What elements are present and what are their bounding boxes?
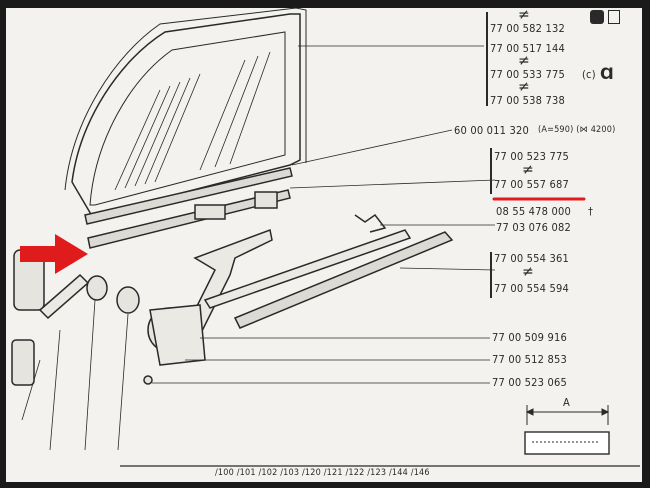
regulator-sector — [149, 304, 206, 366]
part-08-55-478-000: 08 55 478 000 — [496, 205, 571, 218]
neq-symbol: ≠ — [522, 264, 534, 280]
bracket-554361 — [490, 252, 492, 298]
escutcheon-ring — [116, 286, 140, 314]
parts-diagram-page — [6, 8, 642, 482]
small-bolt — [143, 375, 153, 385]
window-lower-channel — [84, 167, 293, 225]
variant-c-label: (c) — [582, 68, 596, 81]
part-77-00-533-775: 77 00 533 775 — [490, 68, 565, 81]
dimension-detail — [524, 405, 610, 455]
spring-clip — [354, 213, 387, 233]
handle-knob — [11, 339, 35, 386]
neq-symbol: ≠ — [518, 53, 530, 69]
channel-bracket-b — [254, 191, 278, 209]
bracket-523775 — [490, 148, 492, 194]
part-60-00-011-320: 60 00 011 320 — [454, 124, 529, 137]
handle-rosette — [86, 275, 108, 301]
regulator-rail-long — [233, 231, 454, 329]
bracket-top — [486, 12, 488, 106]
window-frame-outer — [64, 7, 307, 191]
part-77-00-517-144: 77 00 517 144 — [490, 42, 565, 55]
part-77-00-509-916: 77 00 509 916 — [492, 331, 567, 344]
part-77-03-076-082: 77 03 076 082 — [496, 221, 571, 234]
part-77-00-538-738: 77 00 538 738 — [490, 94, 565, 107]
part-77-00-523-065: 77 00 523 065 — [492, 376, 567, 389]
neq-symbol: ≠ — [518, 7, 530, 23]
dimension-label-a: A — [563, 396, 570, 409]
checkbox-icon — [608, 10, 620, 24]
channel-bracket-a — [194, 204, 226, 220]
part-60-00-011-320-note: (A=590) (⋈ 4200) — [538, 125, 616, 135]
part-77-00-523-775: 77 00 523 775 — [494, 150, 569, 163]
footer-model-list: /100 /101 /102 /103 /120 /121 /122 /123 … — [215, 468, 430, 478]
handle-crank — [38, 273, 90, 320]
dagger-mark: † — [588, 205, 594, 218]
neq-symbol: ≠ — [522, 162, 534, 178]
window-frame-inner — [89, 31, 286, 206]
window-frame — [71, 13, 301, 217]
part-77-00-557-687: 77 00 557 687 — [494, 178, 569, 191]
regulator-rail — [203, 229, 412, 309]
part-77-00-512-853: 77 00 512 853 — [492, 353, 567, 366]
neq-symbol: ≠ — [518, 79, 530, 95]
part-77-00-582-132: 77 00 582 132 — [490, 22, 565, 35]
red-arrow-icon — [20, 234, 88, 274]
variant-b-icon: Ɑ — [600, 64, 614, 83]
part-77-00-554-361: 77 00 554 361 — [494, 252, 569, 265]
glass-shading — [114, 51, 271, 191]
regulator-arm — [178, 228, 273, 346]
part-77-00-554-594: 77 00 554 594 — [494, 282, 569, 295]
car-silhouette-icon — [590, 10, 604, 24]
